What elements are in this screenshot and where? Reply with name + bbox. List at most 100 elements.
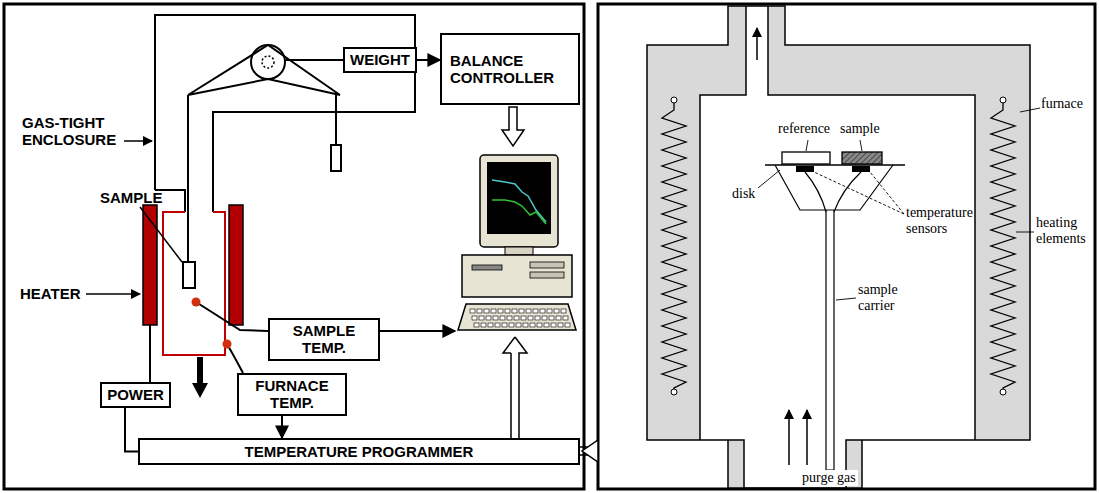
computer [530,323,535,327]
part-label: furnace [1041,96,1083,112]
leader-line [140,207,182,262]
computer [540,309,545,313]
coil-terminal [1000,389,1006,395]
part-label: temperature sensors [906,205,982,237]
computer [479,316,484,320]
computer [458,304,576,330]
coil-terminal [671,97,677,103]
disk-support [775,165,893,210]
leader-arrow [86,293,140,295]
furnace-body [647,6,1030,488]
computer [470,309,475,313]
coil-terminal [1000,97,1006,103]
computer [565,323,570,327]
label-box: SAMPLE TEMP. [268,318,380,361]
computer [462,255,572,297]
computer [521,316,526,320]
leader-line [806,140,808,151]
hollow-arrow [502,107,524,146]
computer [551,323,556,327]
heating-element [991,100,1015,392]
balance-beam [188,45,340,95]
part-label: purge gas [800,470,858,486]
label-box: FURNACE TEMP. [237,373,347,416]
computer [495,323,500,327]
furnace-temp-wire [227,344,243,373]
temperature-sensor [796,166,814,172]
leader-arrow [124,140,152,142]
computer [498,309,503,313]
gas-flow-arrow [197,357,203,385]
computer [481,323,486,327]
weight-link [285,59,343,61]
leader-line [1020,108,1040,112]
reference-pan [782,152,830,164]
computer [509,323,514,327]
computer [502,323,507,327]
sample-temp-wire [196,302,268,331]
part-label: sample [840,121,880,137]
computer [535,316,540,320]
computer [474,323,479,327]
computer [484,309,489,313]
computer [470,309,570,327]
part-label: SAMPLE [100,189,163,206]
connector [125,408,138,452]
box-text: POWER [107,386,164,403]
hollow-arrow [582,440,598,462]
leader-line [1016,232,1034,233]
computer [542,316,547,320]
computer [492,200,546,224]
part-label: heating elements [1036,215,1094,247]
label-box: POWER [100,382,171,408]
computer [544,323,549,327]
computer [477,309,482,313]
connector [281,416,283,439]
temperature-sensor [852,166,870,172]
computer [512,309,517,313]
connector [417,59,440,61]
computer [458,155,576,330]
leader-line [836,298,856,300]
computer [530,272,564,278]
leader-line [758,108,1040,300]
computer [526,309,531,313]
gas-flow-arrow [192,383,208,398]
label-box: WEIGHT [343,47,417,73]
part-label: reference [778,121,830,137]
computer [519,309,524,313]
computer [523,323,528,327]
power-wire [149,325,151,382]
computer [480,155,558,247]
box-text: WEIGHT [350,51,410,68]
enclosure-line [155,15,415,212]
computer [487,162,551,234]
thermocouple [192,298,201,307]
computer [528,316,533,320]
thermocouple [223,340,232,349]
furnace-tube [163,212,225,355]
computer [493,316,498,320]
part-label: disk [732,186,755,202]
leader-line [758,170,780,188]
computer [472,316,477,320]
computer [558,323,563,327]
computer [486,316,491,320]
sample-holder [183,262,195,288]
gas-flow-arrow [788,410,790,465]
computer [500,316,505,320]
computer [533,309,538,313]
leader-line [814,172,904,214]
sensor-wire [805,172,861,212]
box-text: FURNACE TEMP. [244,377,340,412]
label-box: TEMPERATURE PROGRAMMER [138,438,580,465]
gas-flow-arrow [806,410,808,465]
coil-terminal [671,97,1006,395]
leader-line [870,172,904,214]
panel-frame [4,4,584,489]
computer [549,316,554,320]
hang-wire [187,95,189,262]
part-label: sample carrier [858,282,918,314]
computer [556,316,561,320]
